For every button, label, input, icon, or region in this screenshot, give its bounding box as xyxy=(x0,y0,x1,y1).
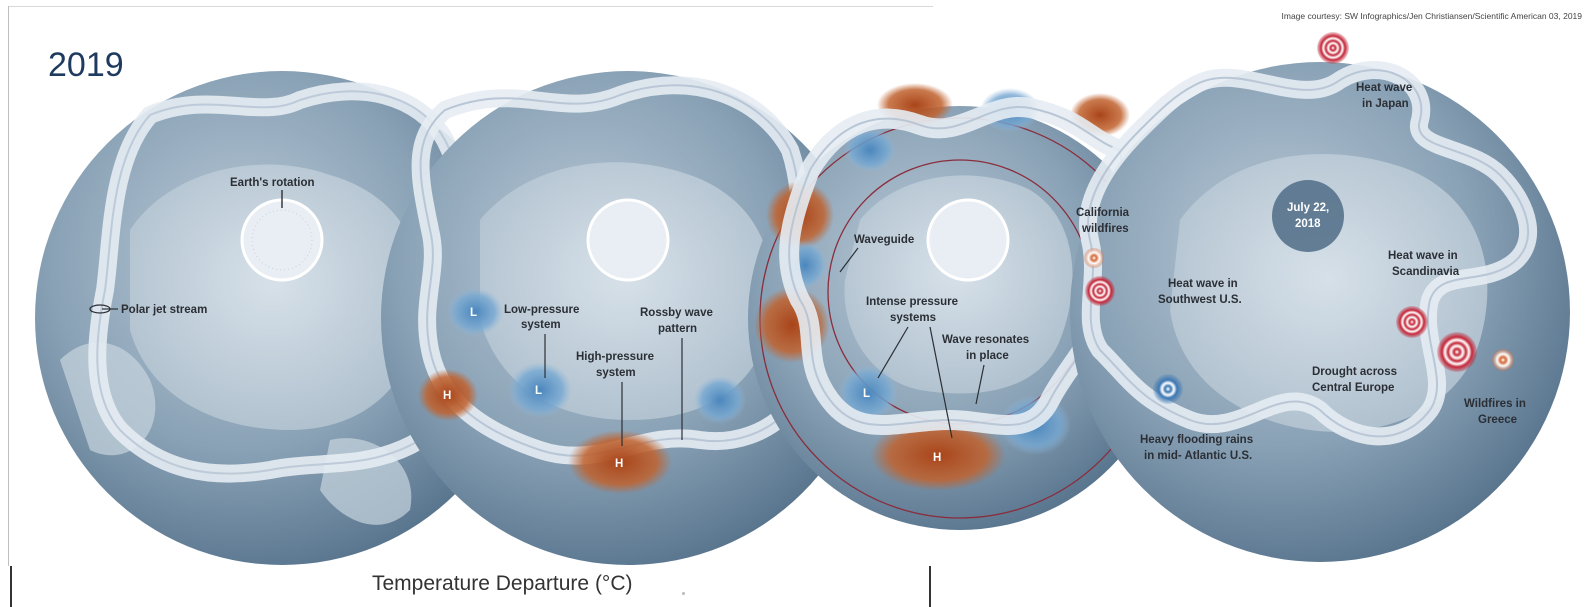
california-label-line2: wildfires xyxy=(1081,223,1129,235)
high-pressure-marker: H xyxy=(615,458,623,470)
japan-label-line1: Heat wave xyxy=(1356,82,1412,94)
california-fire-marker xyxy=(1084,248,1104,268)
wave-resonates-label-line2: in place xyxy=(966,350,1009,362)
polar-jet-stream-label: Polar jet stream xyxy=(121,304,207,316)
intense-high-marker: H xyxy=(933,452,941,464)
scale-tick-right xyxy=(929,566,931,607)
greece-label-line1: Wildfires in xyxy=(1464,398,1526,410)
image-credit: Image courtesy: SW Infographics/Jen Chri… xyxy=(1282,11,1582,21)
waveguide-label: Waveguide xyxy=(854,234,914,246)
japan-label-line2: in Japan xyxy=(1362,98,1409,110)
high-pressure-label-line1: High-pressure xyxy=(576,351,654,363)
low-pressure-marker-1: L xyxy=(470,307,477,319)
intense-low-marker: L xyxy=(863,388,870,400)
intense-pressure-label-line2: systems xyxy=(890,312,936,324)
temperature-departure-title: Temperature Departure (°C) xyxy=(372,572,633,596)
southwest-label-line2: Southwest U.S. xyxy=(1158,294,1242,306)
date-label-line1: July 22, xyxy=(1287,202,1329,214)
california-label-line1: California xyxy=(1076,207,1130,219)
scale-tick-left xyxy=(10,566,12,607)
southwest-label-line1: Heat wave in xyxy=(1168,278,1238,290)
wave-resonates-label-line1: Wave resonates xyxy=(942,334,1029,346)
scale-dot xyxy=(682,592,685,595)
low-pressure-label-line2: system xyxy=(521,319,561,331)
earths-rotation-label: Earth's rotation xyxy=(230,177,315,189)
scandinavia-label-line1: Heat wave in xyxy=(1388,250,1458,262)
drought-label-line2: Central Europe xyxy=(1312,382,1394,394)
low-pressure-marker-2: L xyxy=(535,385,542,397)
flooding-label-line1: Heavy flooding rains xyxy=(1140,434,1253,446)
scandinavia-heat-marker xyxy=(1396,306,1428,338)
greece-fire-marker xyxy=(1492,349,1514,371)
globe-4: July 22, 2018 Heat wave in Japan Califor… xyxy=(1070,32,1570,562)
high-pressure-marker-left: H xyxy=(443,390,451,402)
year-label: 2019 xyxy=(48,46,124,85)
southwest-heat-marker xyxy=(1085,276,1115,306)
europe-heat-marker xyxy=(1437,332,1477,372)
drought-label-line1: Drought across xyxy=(1312,366,1397,378)
high-pressure-label-line2: system xyxy=(596,367,636,379)
flooding-marker xyxy=(1153,374,1183,404)
japan-heat-marker xyxy=(1317,32,1349,64)
greece-label-line2: Greece xyxy=(1478,414,1517,426)
rossby-wave-label-line2: pattern xyxy=(658,323,697,335)
low-pressure-label-line1: Low-pressure xyxy=(504,304,579,316)
scandinavia-label-line2: Scandinavia xyxy=(1392,266,1460,278)
date-label-line2: 2018 xyxy=(1295,218,1321,230)
rossby-wave-label-line1: Rossby wave xyxy=(640,307,713,319)
intense-pressure-label-line1: Intense pressure xyxy=(866,296,958,308)
flooding-label-line2: in mid- Atlantic U.S. xyxy=(1144,450,1252,462)
